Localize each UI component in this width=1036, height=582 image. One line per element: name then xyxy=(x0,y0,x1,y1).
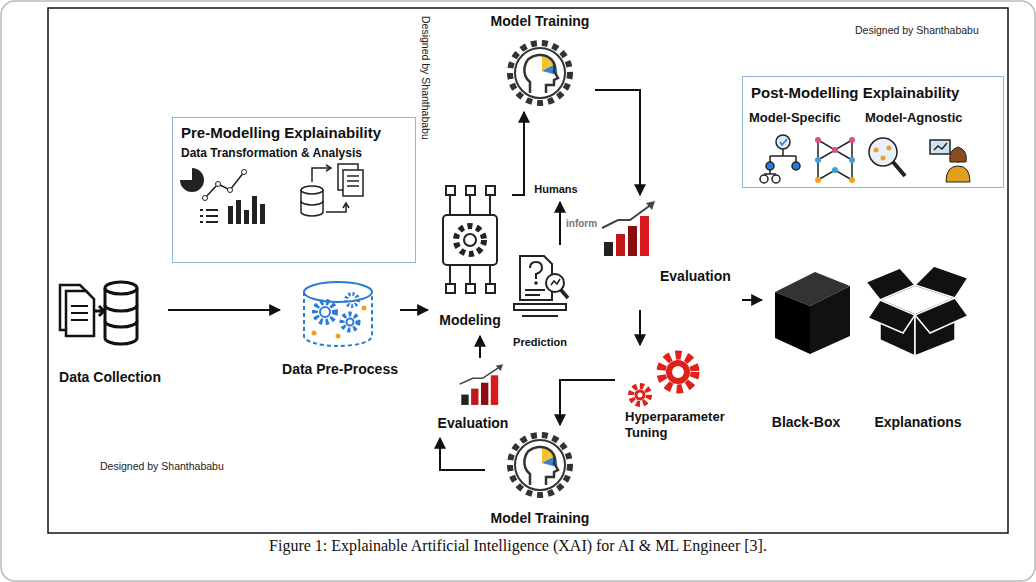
flow-arrow xyxy=(560,380,615,425)
node-label: Model Training xyxy=(485,13,595,30)
node-label: Evaluation xyxy=(418,415,528,432)
node-label: Data Collection xyxy=(52,369,168,386)
node-label: Data Pre-Process xyxy=(280,361,400,378)
node-label: Black-Box xyxy=(762,414,850,431)
flow-arrow xyxy=(559,202,561,245)
explainability-panel: Post-Modelling ExplainabilityModel-Speci… xyxy=(742,76,1004,188)
flow-arrow xyxy=(400,309,428,311)
panel-heading: Pre-Modelling Explainability xyxy=(181,124,381,142)
panel-subheading: Model-Agnostic xyxy=(865,110,963,126)
training-icon: Model Training xyxy=(485,425,595,530)
prediction-icon: Prediction xyxy=(500,245,580,353)
process-icon: Data Pre-Process xyxy=(280,272,400,380)
node-label: Model Training xyxy=(485,510,595,527)
flow-arrow xyxy=(479,336,481,358)
flow-arrow xyxy=(595,90,640,195)
node-label: Explanations xyxy=(866,414,970,431)
node-label: Evaluation xyxy=(660,268,742,285)
panel-subheading: Data Transformation & Analysis xyxy=(181,146,362,160)
figure-caption: Figure 1: Explainable Artificial Intelli… xyxy=(0,537,1036,555)
evaluation-icon: Evaluation xyxy=(418,358,528,438)
node-label: Humans xyxy=(530,183,582,196)
watermark: Designed by Shanthababu xyxy=(100,460,224,472)
panel-heading: Post-Modelling Explainability xyxy=(751,84,959,102)
model-icon: Modeling xyxy=(428,178,512,336)
panel-subheading: Model-Specific xyxy=(749,110,841,126)
human-node: Humans xyxy=(530,180,582,202)
black-box-icon: Black-Box xyxy=(762,262,850,434)
explainability-panel: Pre-Modelling ExplainabilityData Transfo… xyxy=(172,117,416,263)
watermark: Designed by Shanthababu xyxy=(420,16,432,140)
edge-label: inform xyxy=(565,218,598,229)
tuning-icon: Hyperparameter Tuning xyxy=(615,345,740,453)
node-label: Hyperparameter Tuning xyxy=(625,409,737,440)
flow-arrow xyxy=(639,310,641,345)
watermark: Designed by Shanthababu xyxy=(855,24,979,36)
flow-arrow xyxy=(440,438,485,470)
training-icon: Model Training xyxy=(485,10,595,112)
node-label: Prediction xyxy=(500,336,580,349)
data-icon: Data Collection xyxy=(52,268,168,392)
flow-arrow xyxy=(742,299,762,301)
flow-arrow xyxy=(168,309,280,311)
flow-arrow xyxy=(512,112,524,195)
explanation-icon: Explanations xyxy=(866,255,970,434)
evaluation-icon: Evaluation xyxy=(598,195,742,310)
node-label: Modeling xyxy=(428,312,512,329)
